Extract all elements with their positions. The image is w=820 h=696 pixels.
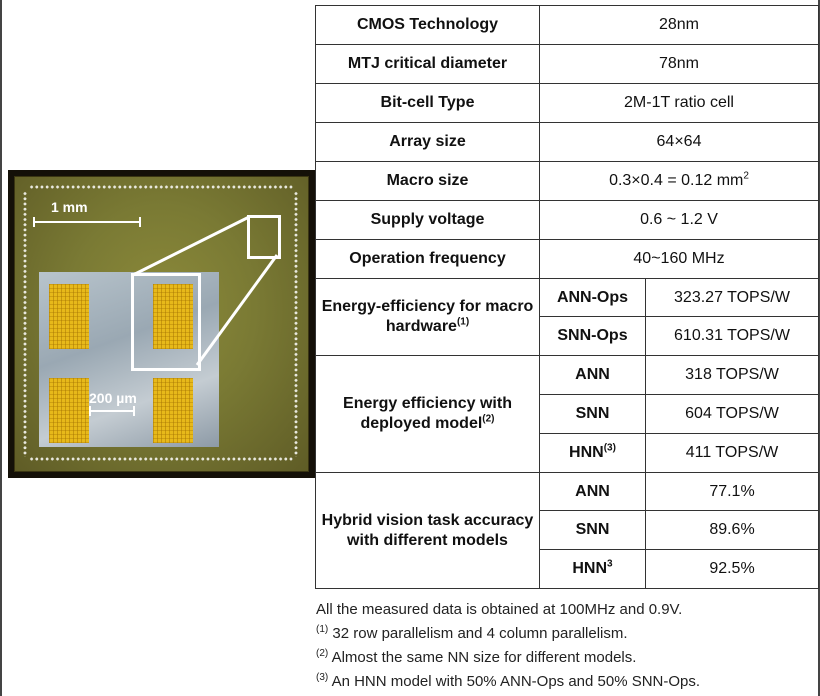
table-row: CMOS Technology 28nm — [315, 5, 819, 45]
group-label: Hybrid vision task accuracy with differe… — [315, 472, 540, 589]
scale-label-1mm: 1 mm — [51, 199, 88, 215]
chip-micrograph: 1 mm 200 µm — [8, 170, 315, 478]
macro-array-block — [49, 284, 89, 349]
table-row: Bit-cell Type 2M-1T ratio cell — [315, 83, 819, 123]
footnote-text: All the measured data is obtained at 100… — [316, 601, 683, 618]
table-row: Supply voltage 0.6 ~ 1.2 V — [315, 200, 819, 240]
footnote-marker: (1) — [316, 624, 329, 635]
footnote-marker: (3) — [316, 672, 329, 683]
superscript: (3) — [603, 442, 616, 454]
sub-label-text: HNN — [572, 560, 608, 577]
superscript: 3 — [607, 558, 613, 570]
row-value: 0.3×0.4 = 0.12 mm2 — [539, 161, 819, 201]
row-label: Supply voltage — [315, 200, 540, 240]
sub-label: SNN — [539, 394, 646, 434]
bond-pads-top — [29, 185, 294, 189]
macro-size-value: 0.3×0.4 = 0.12 mm — [609, 172, 744, 189]
group-label-text: Energy-efficiency for macro hardware — [321, 298, 534, 335]
row-label: Macro size — [315, 161, 540, 201]
scale-bar-1mm — [33, 217, 141, 227]
superscript: (2) — [482, 413, 495, 425]
spec-table: CMOS Technology 28nm MTJ critical diamet… — [315, 5, 819, 589]
group-label: Energy-efficiency for macro hardware(1) — [315, 278, 540, 356]
footnote-text: An HNN model with 50% ANN-Ops and 50% SN… — [328, 673, 701, 690]
bond-pads-right — [294, 191, 298, 457]
sub-label: ANN-Ops — [539, 278, 646, 317]
table-row: Macro size 0.3×0.4 = 0.12 mm2 — [315, 161, 819, 201]
table-row: HNN3 92.5% — [316, 549, 819, 589]
table-row: Hybrid vision task accuracy with differe… — [315, 472, 819, 589]
zoom-connector-lines — [132, 215, 279, 366]
table-row: Array size 64×64 — [315, 122, 819, 162]
scale-label-200um: 200 µm — [89, 390, 137, 406]
footnote-text: Almost the same NN size for different mo… — [328, 649, 637, 666]
macro-zoom-inset: 200 µm — [39, 272, 219, 447]
sub-label-text: HNN — [569, 444, 604, 461]
sub-label: ANN — [539, 472, 646, 511]
chip-die: 1 mm 200 µm — [14, 176, 309, 472]
sub-label: HNN(3) — [539, 433, 646, 473]
row-value: 78nm — [539, 44, 819, 84]
footnote-item: (3) An HNN model with 50% ANN-Ops and 50… — [316, 670, 816, 694]
table-row: SNN 89.6% — [316, 510, 819, 550]
table-row: SNN-Ops 610.31 TOPS/W — [316, 316, 819, 356]
row-value: 28nm — [539, 5, 819, 45]
sub-value: 610.31 TOPS/W — [645, 316, 819, 356]
row-label: Operation frequency — [315, 239, 540, 279]
bond-pads-bottom — [29, 457, 294, 461]
sub-value: 411 TOPS/W — [645, 433, 819, 473]
left-frame-line — [0, 0, 2, 696]
footnote-item: (1) 32 row parallelism and 4 column para… — [316, 622, 816, 646]
footnotes: All the measured data is obtained at 100… — [316, 598, 816, 694]
sub-label: SNN-Ops — [539, 316, 646, 356]
sub-value: 318 TOPS/W — [645, 355, 819, 395]
sub-label: ANN — [539, 355, 646, 395]
superscript: (1) — [456, 316, 470, 328]
table-row: SNN 604 TOPS/W — [316, 394, 819, 434]
sub-label: SNN — [539, 510, 646, 550]
macro-location-box — [247, 215, 281, 259]
table-row: Operation frequency 40~160 MHz — [315, 239, 819, 279]
row-value: 64×64 — [539, 122, 819, 162]
table-row: HNN(3) 411 TOPS/W — [316, 433, 819, 473]
sub-value: 77.1% — [645, 472, 819, 511]
table-row: MTJ critical diameter 78nm — [315, 44, 819, 84]
bond-pads-left — [23, 191, 27, 457]
row-label: MTJ critical diameter — [315, 44, 540, 84]
row-value: 2M-1T ratio cell — [539, 83, 819, 123]
macro-array-block — [153, 284, 193, 349]
macro-highlight-box — [131, 273, 201, 371]
table-row: Energy-efficiency for macro hardware(1) … — [315, 278, 819, 356]
sub-label: HNN3 — [539, 549, 646, 589]
macro-array-block — [153, 378, 193, 443]
row-value: 40~160 MHz — [539, 239, 819, 279]
row-label: Array size — [315, 122, 540, 162]
table-row: Energy efficiency with deployed model(2)… — [315, 355, 819, 473]
row-label: CMOS Technology — [315, 5, 540, 45]
row-label: Bit-cell Type — [315, 83, 540, 123]
superscript: 2 — [743, 170, 749, 182]
group-label-text: Energy efficiency with deployed model — [343, 395, 512, 432]
right-frame-line — [818, 0, 820, 696]
footnote-text: 32 row parallelism and 4 column parallel… — [328, 625, 628, 642]
row-value: 0.6 ~ 1.2 V — [539, 200, 819, 240]
footnote-marker: (2) — [316, 648, 329, 659]
sub-value: 89.6% — [645, 510, 819, 550]
group-label-text: Hybrid vision task accuracy with differe… — [321, 511, 534, 549]
scale-bar-200um — [89, 406, 135, 416]
sub-value: 323.27 TOPS/W — [645, 278, 819, 317]
group-label: Energy efficiency with deployed model(2) — [315, 355, 540, 473]
sub-value: 92.5% — [645, 549, 819, 589]
footnote-item: (2) Almost the same NN size for differen… — [316, 646, 816, 670]
footnote-item: All the measured data is obtained at 100… — [316, 598, 816, 622]
macro-array-block — [49, 378, 89, 443]
sub-value: 604 TOPS/W — [645, 394, 819, 434]
